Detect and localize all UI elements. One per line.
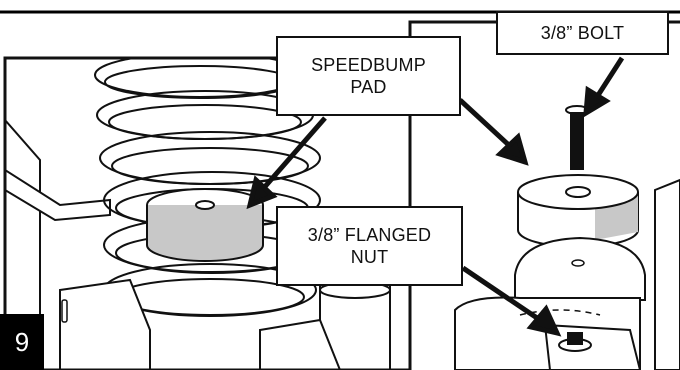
- pad-leader-inner: [260, 116, 327, 192]
- leader-lines: [246, 56, 625, 337]
- flanged-nut-label-line1: 3/8” FLANGED: [307, 225, 432, 245]
- step-number-badge: 9: [0, 314, 44, 370]
- speedbump-pad-callout: SPEEDBUMP PAD: [276, 36, 461, 116]
- bolt-leader-head: [583, 85, 611, 118]
- step-number: 9: [14, 326, 30, 357]
- speedbump-pad-part: [517, 174, 639, 248]
- speedbump-pad-label-line2: PAD: [350, 77, 387, 97]
- bolt-leader: [592, 56, 625, 102]
- nut-leader-head: [526, 304, 562, 337]
- bolt-callout-label: 3/8” BOLT: [540, 23, 625, 43]
- nut-leader: [461, 265, 545, 325]
- bolt-part: [565, 105, 589, 170]
- pad-leader-outer-head: [495, 132, 529, 166]
- flanged-nut-label-line2: NUT: [350, 247, 389, 267]
- bolt-callout: 3/8” BOLT: [496, 11, 669, 55]
- flanged-nut-part: [558, 332, 592, 352]
- spring-mount: [454, 236, 646, 370]
- speedbump-pad-label-line1: SPEEDBUMP: [311, 55, 426, 75]
- speedbump-pad-inner: [146, 188, 264, 262]
- flanged-nut-callout: 3/8” FLANGED NUT: [276, 206, 463, 286]
- pad-leader-outer: [458, 98, 514, 150]
- pad-leader-inner-head: [246, 175, 278, 210]
